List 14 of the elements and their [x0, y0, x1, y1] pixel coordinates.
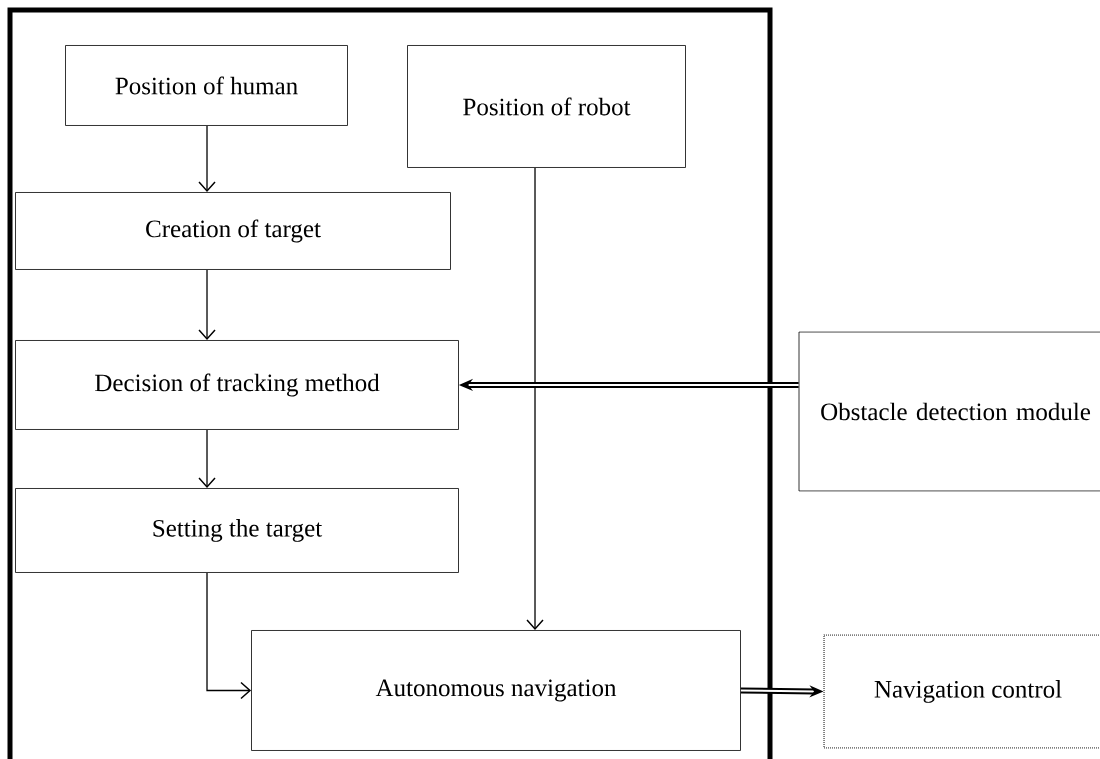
arrow: [206, 572, 252, 700]
arrow: [198, 269, 216, 341]
process-box: Position of robot: [407, 45, 686, 168]
module-box: Obstacle detection module: [798, 331, 1100, 492]
frame-box: [7, 7, 773, 759]
arrow: [198, 429, 216, 489]
process-box: Autonomous navigation: [251, 630, 741, 751]
process-box: Position of human: [65, 45, 348, 126]
process-box: Creation of target: [15, 192, 451, 270]
module-box: Navigation control: [823, 634, 1100, 749]
arrow: [198, 125, 216, 193]
process-box: Setting the target: [15, 488, 459, 573]
arrow: [526, 167, 544, 631]
process-box: Decision of tracking method: [15, 340, 459, 430]
